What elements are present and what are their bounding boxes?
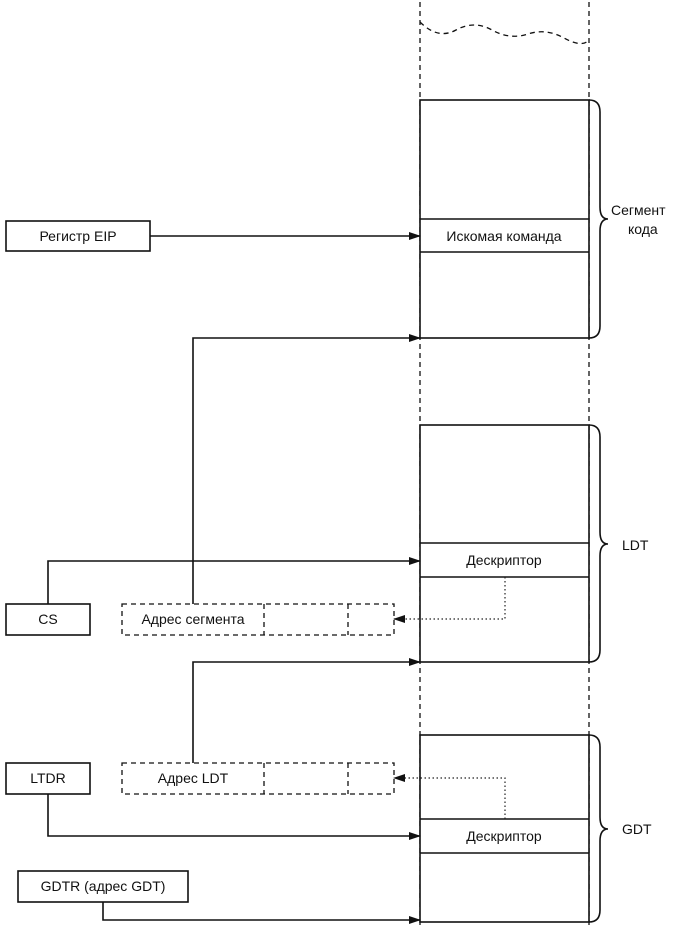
code-segment-label-line2: кода [628,221,658,237]
code-segment-brace [588,99,609,339]
gdt-box [419,734,590,923]
gdtr-to-gdt-arrow [102,902,421,924]
segment-address-label: Адрес сегмента [141,611,244,627]
code-segment-label-line1: Сегмент [611,202,666,218]
gdtr-register-box [17,870,189,903]
ldt-descriptor-to-segment-address-dotted [393,577,506,623]
gdt-label: GDT [622,821,652,837]
cs-to-ldt-descriptor-arrow [47,557,421,604]
ldt-address-box [121,762,395,795]
gdt-brace [588,734,609,923]
gdt-descriptor-to-ldt-address-dotted [393,774,506,819]
eip-register-label: Регистр EIP [39,228,116,244]
segment-address-to-code-segment-arrow [192,334,421,604]
ltdr-register-label: LTDR [30,770,66,786]
target-instruction-label: Искомая команда [446,228,561,244]
ldt-descriptor-label: Дескриптор [466,552,542,568]
memory-break-wave [419,21,590,45]
ldt-address-label: Адрес LDT [158,770,229,786]
gdt-descriptor-label: Дескриптор [466,828,542,844]
cs-register-label: CS [38,611,57,627]
ldt-address-to-ldt-arrow [192,658,421,763]
segment-address-box [121,603,395,636]
ltdr-to-gdt-descriptor-arrow [47,794,421,840]
gdtr-register-label: GDTR (адрес GDT) [41,878,166,894]
ldt-brace [588,424,609,663]
ltdr-register-box [5,762,91,795]
ldt-label: LDT [622,537,649,553]
